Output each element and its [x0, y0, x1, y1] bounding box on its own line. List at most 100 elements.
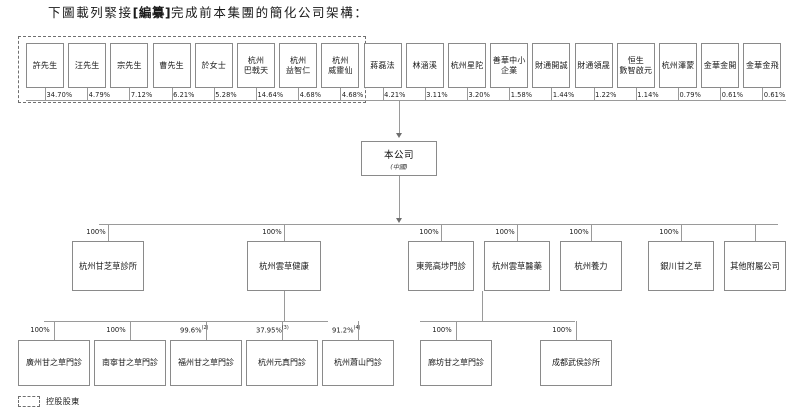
shareholder-stem-6: [256, 88, 257, 100]
shareholder-pct-9: 4.21%: [384, 90, 406, 99]
level3-left-node-2[interactable]: 南寧甘之草門診: [94, 340, 166, 386]
level2-bus-line: [99, 224, 778, 225]
level2-bus-arrow: [395, 218, 402, 223]
shareholder-node-2[interactable]: 汪先生: [68, 43, 107, 88]
level2-node-1[interactable]: 杭州甘芝草診所: [72, 241, 144, 291]
shareholder-node-3[interactable]: 宗先生: [110, 43, 149, 88]
level2-stem-1: [108, 224, 109, 241]
shareholder-node-12[interactable]: 善華中小企業: [490, 43, 529, 88]
level3-left-node-1[interactable]: 廣州甘之草門診: [18, 340, 90, 386]
shareholder-stem-9: [382, 88, 384, 100]
shareholder-pct-18: 0.61%: [763, 90, 786, 99]
shareholder-node-18[interactable]: 金華金飛: [743, 43, 782, 88]
shareholder-stem-10: [424, 88, 426, 100]
level3-left-bus-line: [44, 321, 328, 322]
shareholder-stem-11: [467, 88, 468, 100]
shareholder-stem-13: [551, 88, 553, 100]
legend-label: 控股股東: [46, 397, 80, 406]
level3-left-node-3-label: 福州甘之草門診: [178, 358, 234, 368]
shareholder-node-6[interactable]: 杭州巴戟天: [237, 43, 275, 88]
shareholder-node-16[interactable]: 杭州澤蒙: [659, 43, 697, 88]
level2-node-4[interactable]: 杭州雲草醫藥: [484, 241, 550, 291]
level3-left-pct-4: 37.95%(3): [256, 326, 289, 335]
level3-left-node-4-label: 杭州元真門診: [258, 358, 306, 368]
shareholder-stem-8: [340, 88, 342, 100]
level2-pct-2: 100%: [262, 228, 282, 236]
shareholder-pct-1: 34.70%: [46, 90, 73, 99]
shareholder-node-11[interactable]: 杭州星陀: [448, 43, 486, 88]
page-title: 下圖載列緊接[編纂]完成前本集團的簡化公司架構：: [48, 2, 368, 21]
shareholder-node-13[interactable]: 財通開誠: [532, 43, 571, 88]
shareholder-pct-2: 4.79%: [88, 90, 111, 99]
shareholder-node-4-label: 曹先生: [159, 60, 184, 70]
level3-right-node-2-label: 成都武侯診所: [552, 358, 600, 368]
shareholder-node-15[interactable]: 恒生數智啟元: [616, 43, 655, 88]
shareholder-node-5-label: 於女士: [201, 60, 227, 70]
shareholder-node-11-label: 杭州星陀: [450, 60, 484, 70]
shareholder-pct-15: 1.14%: [637, 90, 659, 99]
level2-node-3[interactable]: 東莞高埗門診: [408, 241, 474, 291]
shareholder-pct-17: 0.61%: [721, 90, 744, 99]
shareholder-node-2-label: 汪先生: [74, 60, 100, 70]
shareholder-node-4[interactable]: 曹先生: [152, 43, 191, 88]
level3-left-node-1-label: 廣州甘之草門診: [26, 358, 82, 368]
shareholder-stem-1: [45, 88, 46, 100]
level3-left-stem-1: [54, 321, 55, 340]
level3-right-stem-1: [456, 321, 457, 340]
level2-stem-5: [591, 224, 592, 241]
level2-node-2-label: 杭州雲草健康: [259, 260, 309, 271]
shareholder-node-8[interactable]: 杭州威靈仙: [321, 43, 360, 88]
shareholder-node-9[interactable]: 蔣磊法: [363, 43, 402, 88]
level2-node-6[interactable]: 銀川甘之草: [648, 241, 714, 291]
level3-right-node-1[interactable]: 廊坊甘之草門診: [420, 340, 492, 386]
level2-pct-1: 100%: [86, 228, 106, 236]
shareholder-pct-3: 7.12%: [130, 90, 153, 99]
shareholder-node-16-label: 杭州澤蒙: [661, 60, 695, 70]
level2-pct-5: 100%: [569, 228, 589, 236]
shareholder-bus-line: [26, 100, 786, 101]
level3-left-pct-2: 100%: [106, 326, 126, 334]
level3-right-stem-2: [576, 321, 577, 340]
shareholder-pct-7: 4.68%: [299, 90, 322, 99]
level2-node-5[interactable]: 杭州養力: [560, 241, 622, 291]
company-feed-arrow: [395, 133, 402, 138]
level2-node-2[interactable]: 杭州雲草健康: [247, 241, 321, 291]
shareholder-stem-7: [298, 88, 300, 100]
shareholder-pct-10: 3.11%: [426, 90, 448, 99]
shareholder-node-14[interactable]: 財通領晟: [574, 43, 613, 88]
level3-left-node-5[interactable]: 杭州蕭山門診: [322, 340, 394, 386]
shareholder-node-17[interactable]: 金華金開: [701, 43, 740, 88]
level2-stem-7: [755, 224, 756, 241]
level3-right-node-1-label: 廊坊甘之草門診: [428, 358, 484, 368]
level2-stem-2: [284, 224, 285, 241]
company-node[interactable]: 本公司 (中國): [361, 141, 437, 176]
shareholder-node-12-label: 善華中小企業: [492, 55, 526, 75]
shareholder-pct-5: 5.28%: [215, 90, 237, 99]
shareholder-node-1[interactable]: 許先生: [26, 43, 64, 88]
shareholder-stem-16: [678, 88, 679, 100]
shareholder-pct-11: 3.20%: [468, 90, 490, 99]
shareholder-node-7[interactable]: 杭州益智仁: [279, 43, 318, 88]
shareholder-stem-4: [171, 88, 173, 100]
level2-node-5-label: 杭州養力: [574, 260, 608, 271]
shareholder-stem-17: [720, 88, 722, 100]
level2-stem-4: [517, 224, 518, 241]
level2-pct-3: 100%: [419, 228, 439, 236]
level3-right-pct-1: 100%: [432, 326, 452, 334]
shareholder-pct-6: 14.64%: [257, 90, 284, 99]
shareholder-pct-13: 1.44%: [552, 90, 575, 99]
level3-left-stem-5: [358, 321, 359, 340]
shareholder-node-9-label: 蔣磊法: [370, 60, 395, 70]
level3-left-node-2-label: 南寧甘之草門診: [102, 358, 158, 368]
level3-left-pct-3: 99.6%(2): [180, 326, 209, 335]
shareholder-node-10[interactable]: 林涵溪: [405, 43, 444, 88]
shareholder-node-5[interactable]: 於女士: [194, 43, 233, 88]
level2-node-3-label: 東莞高埗門診: [416, 260, 466, 271]
company-name: 本公司: [383, 149, 414, 161]
legend-swatch-dashed: [18, 396, 40, 407]
shareholder-pct-14: 1.22%: [595, 90, 617, 99]
level3-left-node-4[interactable]: 杭州元真門診: [246, 340, 318, 386]
level2-node-7[interactable]: 其他附屬公司: [724, 241, 786, 291]
level3-right-node-2[interactable]: 成都武侯診所: [540, 340, 612, 386]
level3-left-node-3[interactable]: 福州甘之草門診: [170, 340, 242, 386]
